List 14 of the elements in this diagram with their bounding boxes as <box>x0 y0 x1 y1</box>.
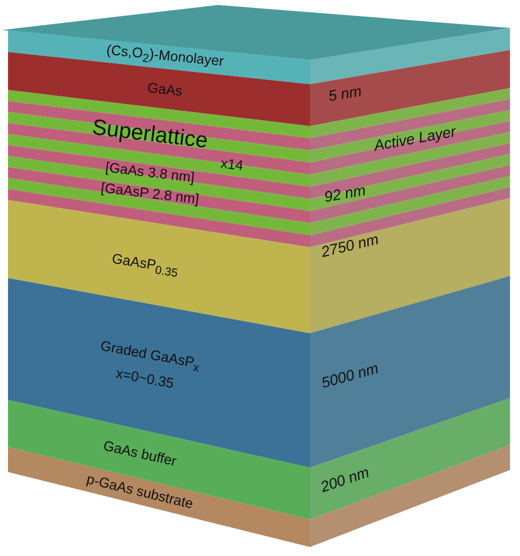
layer-label: GaAsP$_{0.35}$ <box>110 250 180 280</box>
composition-label: x=0~0.35 <box>114 365 176 392</box>
thickness-label: 5 nm <box>327 82 363 105</box>
thickness-label: 5000 nm <box>320 360 380 392</box>
layer-label: p-GaAs substrate <box>85 470 195 512</box>
layer-label: Superlattice <box>90 114 210 154</box>
layer-label: GaAs buffer <box>102 436 178 468</box>
region-label: Active Layer <box>372 122 458 154</box>
repeat-count: x14 <box>220 154 244 174</box>
thickness-label: 92 nm <box>322 181 368 206</box>
thickness-label: 200 nm <box>318 464 372 496</box>
thickness-label: 2750 nm <box>320 232 380 262</box>
layer-label: GaAs <box>146 78 184 99</box>
layer-label: (Cs,O$_{2}$)-Monolayer <box>105 42 225 72</box>
